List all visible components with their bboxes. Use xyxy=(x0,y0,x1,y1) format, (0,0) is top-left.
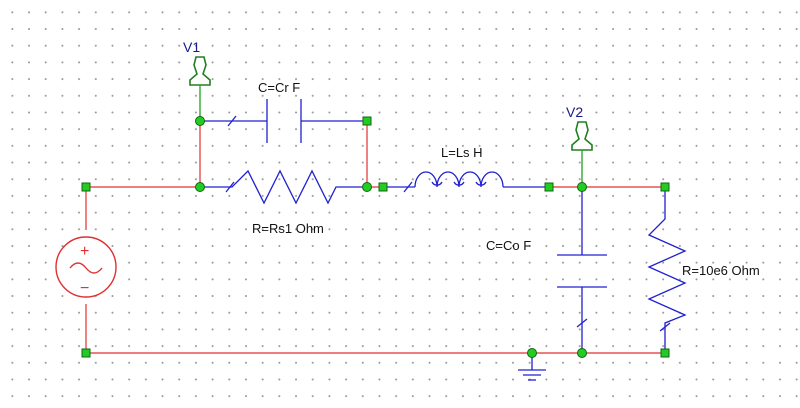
pin-cr-right[interactable] xyxy=(362,116,372,126)
source-minus-sign: − xyxy=(80,280,89,297)
pin-ls-left[interactable] xyxy=(378,182,388,192)
probe-v2-icon xyxy=(571,121,593,151)
node-co-bottom[interactable] xyxy=(577,348,587,358)
inductor-ls-label: L=Ls H xyxy=(441,145,483,160)
capacitor-co-label: C=Co F xyxy=(486,238,531,253)
voltage-probe-v2[interactable]: V2 xyxy=(566,104,593,187)
probe-v1-icon xyxy=(189,56,211,86)
node-v1[interactable] xyxy=(195,116,205,126)
resistor-rs1-label: R=Rs1 Ohm xyxy=(252,221,324,236)
node-ground[interactable] xyxy=(527,348,537,358)
pin-rload-bottom[interactable] xyxy=(660,348,670,358)
junction-nodes xyxy=(195,116,587,358)
pin-source-bottom[interactable] xyxy=(81,348,91,358)
voltage-probe-v1[interactable]: V1 xyxy=(183,39,211,121)
resistor-rload-label: R=10e6 Ohm xyxy=(682,263,760,278)
pin-ls-right[interactable] xyxy=(544,182,554,192)
pin-rload-top[interactable] xyxy=(660,182,670,192)
capacitor-co[interactable]: C=Co F xyxy=(486,187,607,353)
wires xyxy=(85,121,665,354)
pin-source-top[interactable] xyxy=(81,182,91,192)
ac-voltage-source[interactable]: + − xyxy=(55,236,117,298)
node-v2[interactable] xyxy=(577,182,587,192)
terminal-pins xyxy=(81,116,670,358)
inductor-ls[interactable]: L=Ls H xyxy=(383,145,549,193)
resistor-rload[interactable]: R=10e6 Ohm xyxy=(647,187,760,353)
probe-v2-label: V2 xyxy=(566,104,583,120)
node-rs-right[interactable] xyxy=(362,182,372,192)
resistor-rs1[interactable]: R=Rs1 Ohm xyxy=(200,169,367,236)
capacitor-cr-label: C=Cr F xyxy=(258,80,300,95)
capacitor-cr[interactable]: C=Cr F xyxy=(200,80,367,143)
probe-v1-label: V1 xyxy=(183,39,200,55)
source-plus-sign: + xyxy=(80,243,89,260)
node-rs-left[interactable] xyxy=(195,182,205,192)
